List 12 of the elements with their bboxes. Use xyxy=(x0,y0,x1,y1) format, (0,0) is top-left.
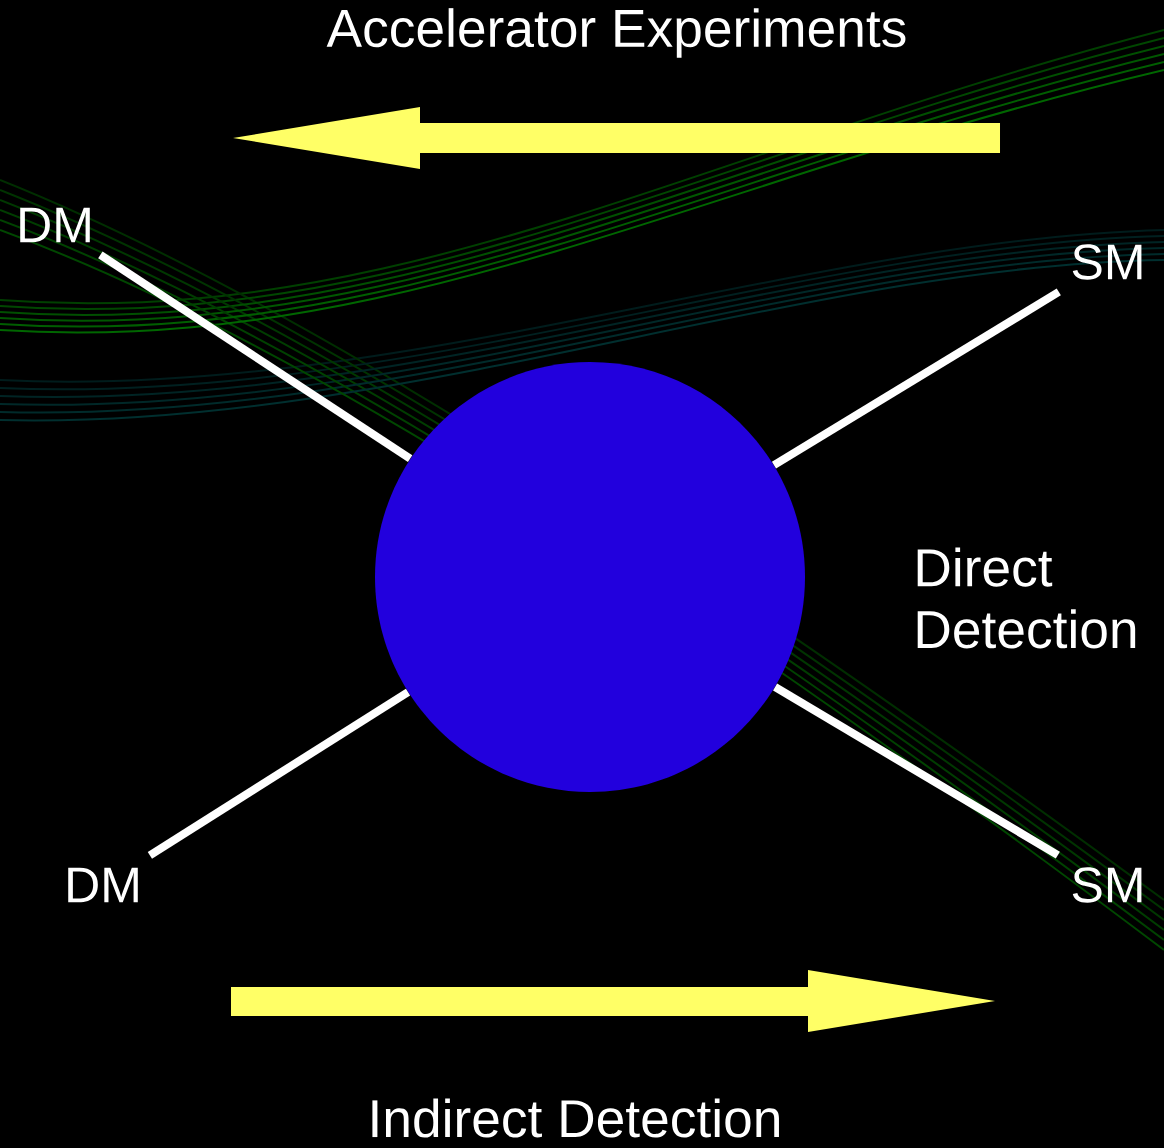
caption-text: Direct Detection xyxy=(917,547,1136,649)
interaction-blob xyxy=(375,362,805,792)
particle-line xyxy=(147,688,411,859)
particle-label: DM xyxy=(20,207,90,243)
caption-text: Indirect Detection xyxy=(372,1098,779,1138)
particle-label: SM xyxy=(1072,244,1142,280)
caption-text: Accelerator Experiments xyxy=(326,8,906,58)
particle-line xyxy=(771,288,1061,469)
particle-label: DM xyxy=(68,867,138,903)
particle-line xyxy=(98,251,413,462)
particle-line xyxy=(773,683,1060,859)
particle-label: SM xyxy=(1072,867,1142,903)
